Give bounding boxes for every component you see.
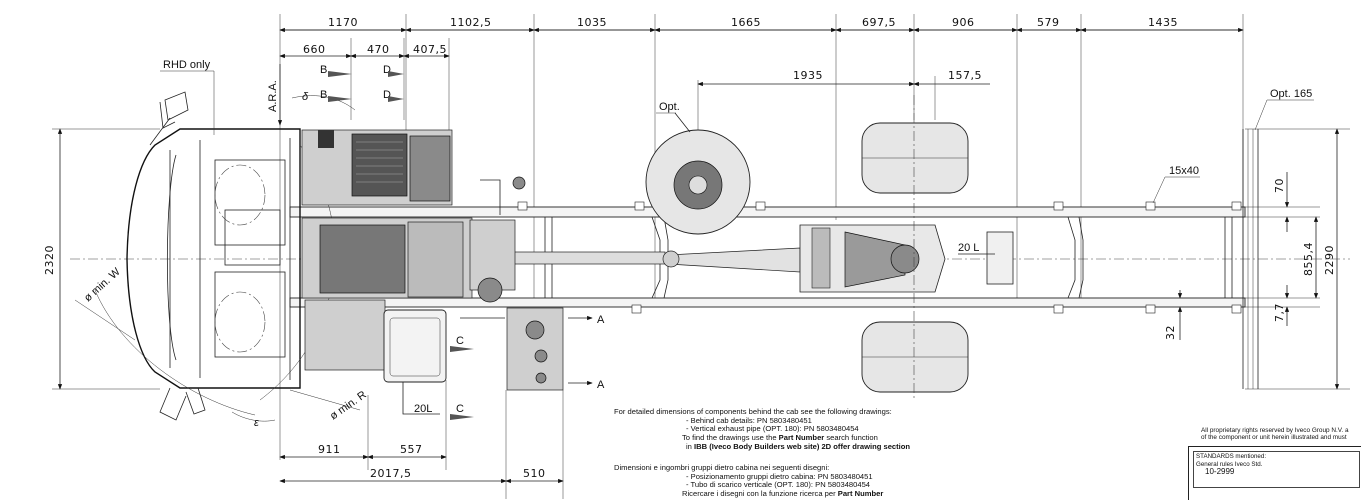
marker-c-1: C	[456, 335, 464, 347]
hole-label: 15x40	[1169, 165, 1199, 177]
turning-radius	[74, 95, 361, 422]
marker-b-2: B	[320, 89, 327, 101]
standards-box: STANDARDS mentioned: General rules Iveco…	[1188, 446, 1361, 500]
spare-wheel: Opt.	[645, 101, 751, 235]
dim-1665: 1665	[731, 16, 761, 29]
notes-italian: Dimensioni e ingombri gruppi dietro cabi…	[614, 463, 884, 499]
marker-a-2: A	[597, 379, 605, 391]
bottom-tanks: 20L	[383, 307, 564, 415]
epsilon-label: ε	[254, 417, 259, 429]
marker-d-1: D	[383, 64, 391, 76]
bottom-dimensions: 911 557 2017,5 510	[279, 380, 564, 499]
note-en-item2: - Vertical exhaust pipe (OPT. 180): PN 5…	[686, 424, 859, 434]
cab-outline	[126, 91, 301, 421]
second-dimension-line: 660 470 407,5	[279, 43, 450, 59]
note-en-find: To find the drawings use the Part Number…	[682, 433, 878, 443]
dim-697-5: 697,5	[862, 16, 896, 29]
note-en-source: in IBB (Iveco Body Builders web site) 2D…	[686, 441, 911, 451]
standard-number: 10-2999	[1205, 467, 1235, 476]
ara-callout: A.R.A.	[267, 64, 283, 126]
marker-a-1: A	[597, 314, 605, 326]
rhd-callout: RHD only	[160, 59, 215, 135]
dim-1035: 1035	[577, 16, 607, 29]
note-it-find: Ricercare i disegni con la funzione rice…	[682, 489, 884, 499]
dim-157-5: 157,5	[948, 69, 982, 82]
dim-660: 660	[303, 43, 326, 56]
dim-579: 579	[1037, 16, 1060, 29]
marker-d-2: D	[383, 89, 391, 101]
dim-70: 70	[1273, 178, 1286, 193]
note-en-item1: - Behind cab details: PN 5803480451	[686, 415, 812, 425]
view-markers: C C A A	[450, 314, 605, 420]
dim-2290: 2290	[1323, 245, 1336, 275]
dim-906: 906	[952, 16, 975, 29]
tank-20l-right-label: 20 L	[958, 242, 979, 254]
dim-1170: 1170	[328, 16, 358, 29]
opt-165-label: Opt. 165	[1270, 88, 1312, 100]
engine-block	[301, 129, 526, 371]
note-en-intro: For detailed dimensions of components be…	[614, 407, 892, 416]
standards-label: STANDARDS mentioned:	[1196, 453, 1267, 460]
note-it-intro: Dimensioni e ingombri gruppi dietro cabi…	[614, 463, 830, 472]
dim-1435: 1435	[1148, 16, 1178, 29]
dim-470: 470	[367, 43, 390, 56]
dim-2017-5: 2017,5	[370, 467, 412, 480]
standards-inner	[1193, 451, 1360, 488]
dim-911: 911	[318, 443, 341, 456]
marker-c-2: C	[456, 403, 464, 415]
top-dimension-line: 1170 1102,5 1035 1665 697,5 906 579 1435	[279, 16, 1244, 33]
rhd-only-label: RHD only	[163, 59, 211, 71]
dim-2320: 2320	[43, 245, 56, 275]
ara-label: A.R.A.	[267, 80, 279, 112]
width-dimension-2320: 2320	[43, 128, 160, 390]
tank-20l-bottom-label: 20L	[414, 403, 432, 415]
rights-notice: All proprietary rights reserved by Iveco…	[1201, 427, 1349, 442]
dim-32: 32	[1164, 325, 1177, 340]
delta-label: δ	[302, 91, 309, 103]
wheelbase-dimension: 1935 157,5	[697, 69, 990, 190]
section-markers: B B D D	[320, 64, 404, 102]
notes-english: For detailed dimensions of components be…	[614, 407, 911, 452]
dim-7-7: 7,7	[1273, 303, 1286, 322]
dim-510: 510	[523, 467, 546, 480]
rear-axle	[799, 95, 969, 400]
hole-callout: 15x40	[1152, 165, 1200, 204]
min-w-label: ø min. W	[82, 265, 123, 304]
general-rules-label: General rules Iveco Std.	[1196, 461, 1263, 468]
dim-557: 557	[400, 443, 423, 456]
dim-1102-5: 1102,5	[450, 16, 492, 29]
opt-165-callout: Opt. 165	[1254, 88, 1314, 131]
marker-b-1: B	[320, 64, 327, 76]
right-dimensions: 2290 855,4 70 7,7 32	[1164, 128, 1350, 390]
note-it-item1: - Posizionamento gruppi dietro cabina: P…	[686, 471, 873, 481]
note-it-item2: - Tubo di scarico verticale (OPT. 180): …	[686, 480, 871, 490]
dim-407-5: 407,5	[413, 43, 447, 56]
opt-label: Opt.	[659, 101, 680, 113]
min-r-label: ø min. R	[328, 389, 369, 423]
rights-line-2: of the component or unit herein illustra…	[1201, 433, 1347, 441]
tank-20l-right: 20 L	[958, 231, 1014, 285]
dim-1935: 1935	[793, 69, 823, 82]
rights-line-1: All proprietary rights reserved by Iveco…	[1201, 427, 1349, 434]
